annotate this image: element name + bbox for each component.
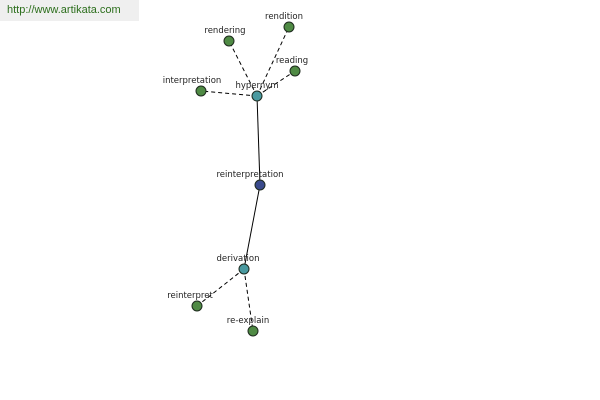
node-dot-reading[interactable] bbox=[289, 65, 301, 77]
node-interpretation[interactable]: interpretation bbox=[163, 76, 222, 97]
node-hypernym[interactable]: hypernym bbox=[235, 81, 279, 102]
node-dot-rendition[interactable] bbox=[283, 21, 295, 33]
edge-reinterpretation-derivation bbox=[243, 184, 261, 270]
node-label-reinterpretation: reinterpretation bbox=[216, 170, 283, 180]
node-label-derivation: derivation bbox=[216, 254, 259, 264]
node-reinterpretation[interactable]: reinterpretation bbox=[216, 170, 284, 191]
edge-reinterpretation-hypernym bbox=[256, 95, 261, 186]
node-dot-interpretation[interactable] bbox=[195, 85, 207, 97]
edge-hypernym-reading bbox=[256, 70, 296, 97]
node-rendition[interactable]: rendition bbox=[265, 12, 303, 33]
node-dot-reinterpretation[interactable] bbox=[254, 179, 266, 191]
edge-derivation-reinterpret bbox=[196, 268, 245, 307]
node-rendering[interactable]: rendering bbox=[204, 26, 246, 47]
node-label-reading: reading bbox=[276, 56, 308, 66]
node-label-rendering: rendering bbox=[204, 26, 245, 36]
node-label-hypernym: hypernym bbox=[235, 81, 278, 91]
edges-layer bbox=[196, 26, 296, 332]
nodes-layer: reinterpretation hypernym derivation render… bbox=[163, 12, 308, 337]
node-label-re-explain: re-explain bbox=[227, 316, 269, 326]
node-label-rendition: rendition bbox=[265, 12, 303, 22]
node-dot-derivation[interactable] bbox=[238, 263, 250, 275]
node-re-explain[interactable]: re-explain bbox=[227, 316, 269, 337]
edge-hypernym-rendering bbox=[228, 40, 258, 97]
node-reading[interactable]: reading bbox=[276, 56, 308, 77]
edge-hypernym-interpretation bbox=[200, 90, 258, 97]
url-banner[interactable]: http://www.artikata.com bbox=[0, 0, 139, 21]
node-dot-reinterpret[interactable] bbox=[191, 300, 203, 312]
node-derivation[interactable]: derivation bbox=[216, 254, 260, 275]
node-dot-re-explain[interactable] bbox=[247, 325, 259, 337]
edge-hypernym-rendition bbox=[256, 26, 290, 97]
edge-derivation-re-explain bbox=[243, 268, 254, 332]
node-label-reinterpret: reinterpret bbox=[167, 291, 213, 301]
node-dot-hypernym[interactable] bbox=[251, 90, 263, 102]
node-dot-rendering[interactable] bbox=[223, 35, 235, 47]
node-label-interpretation: interpretation bbox=[163, 76, 222, 86]
node-reinterpret[interactable]: reinterpret bbox=[167, 291, 213, 312]
